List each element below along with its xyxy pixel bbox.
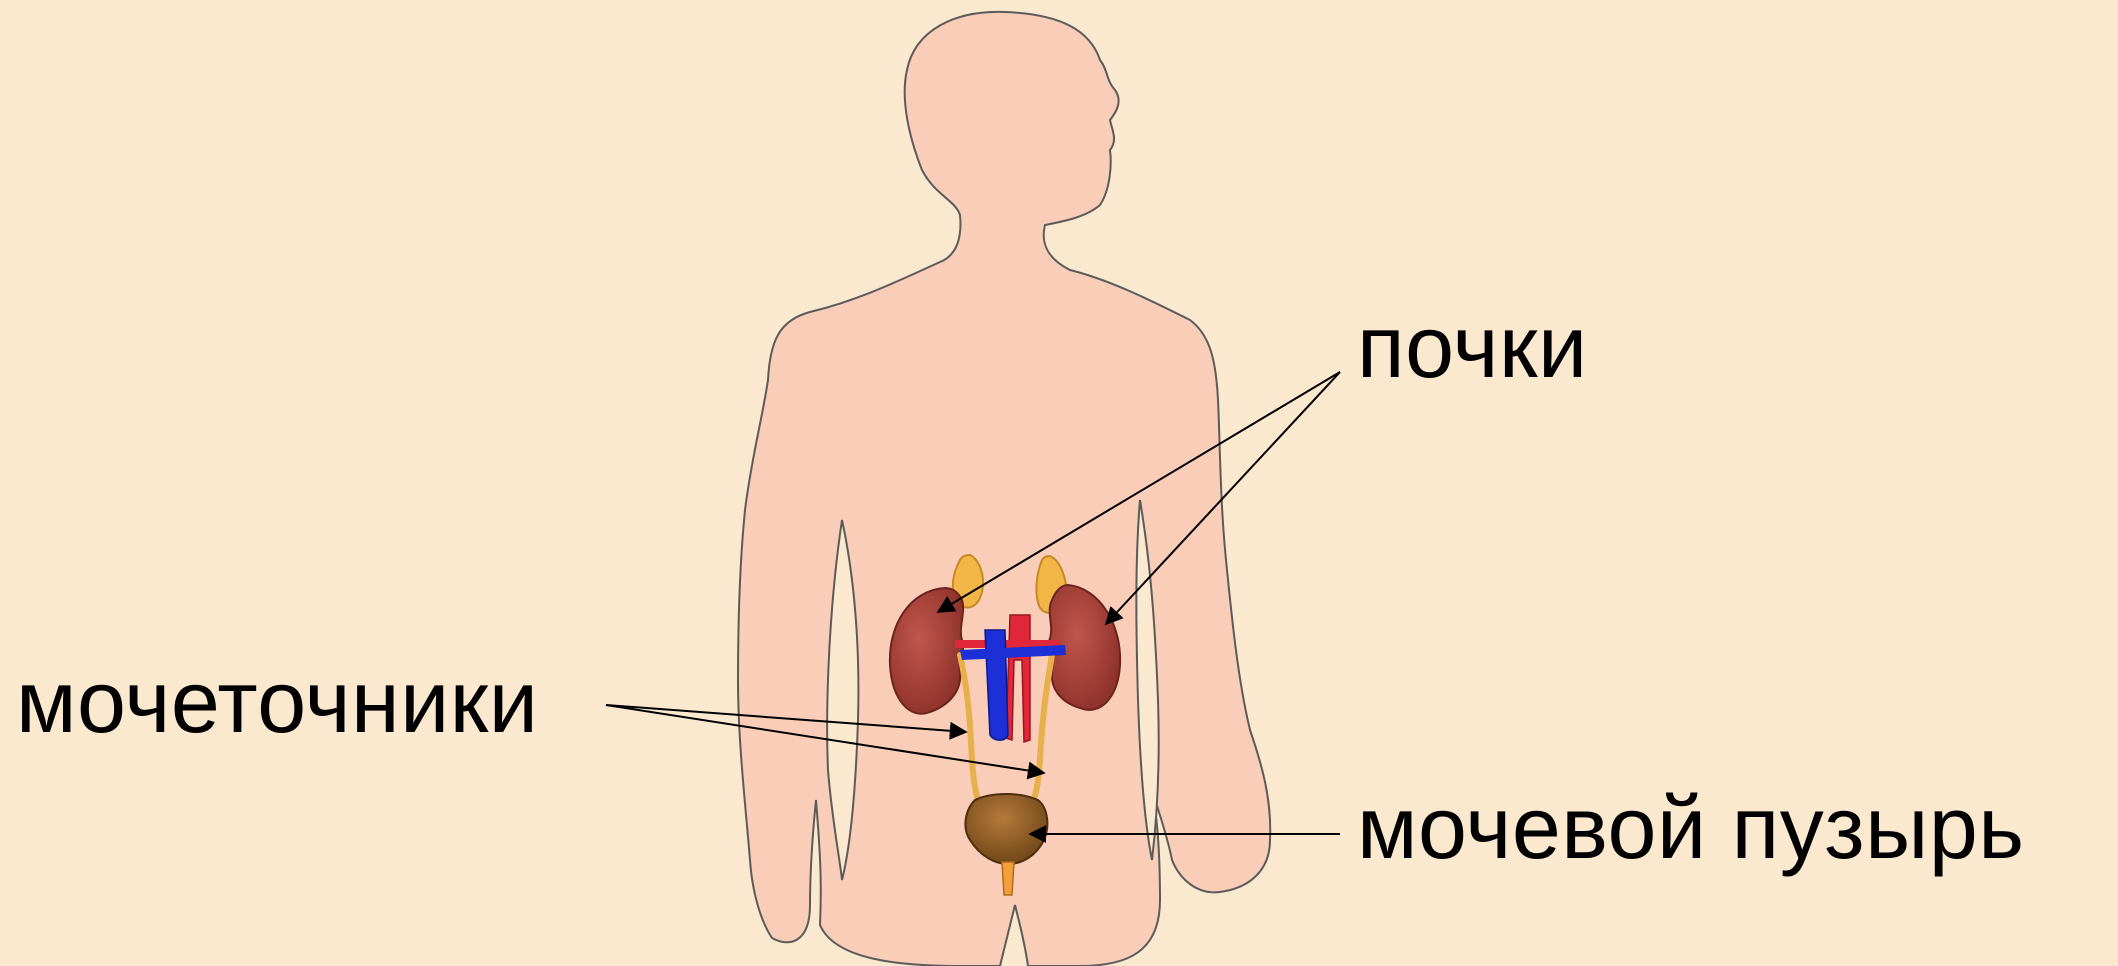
bladder-label: мочевой пузырь — [1357, 784, 2025, 872]
urethra — [1002, 862, 1014, 895]
kidneys-label: почки — [1357, 303, 1588, 391]
ureters-label: мочеточники — [16, 658, 538, 746]
